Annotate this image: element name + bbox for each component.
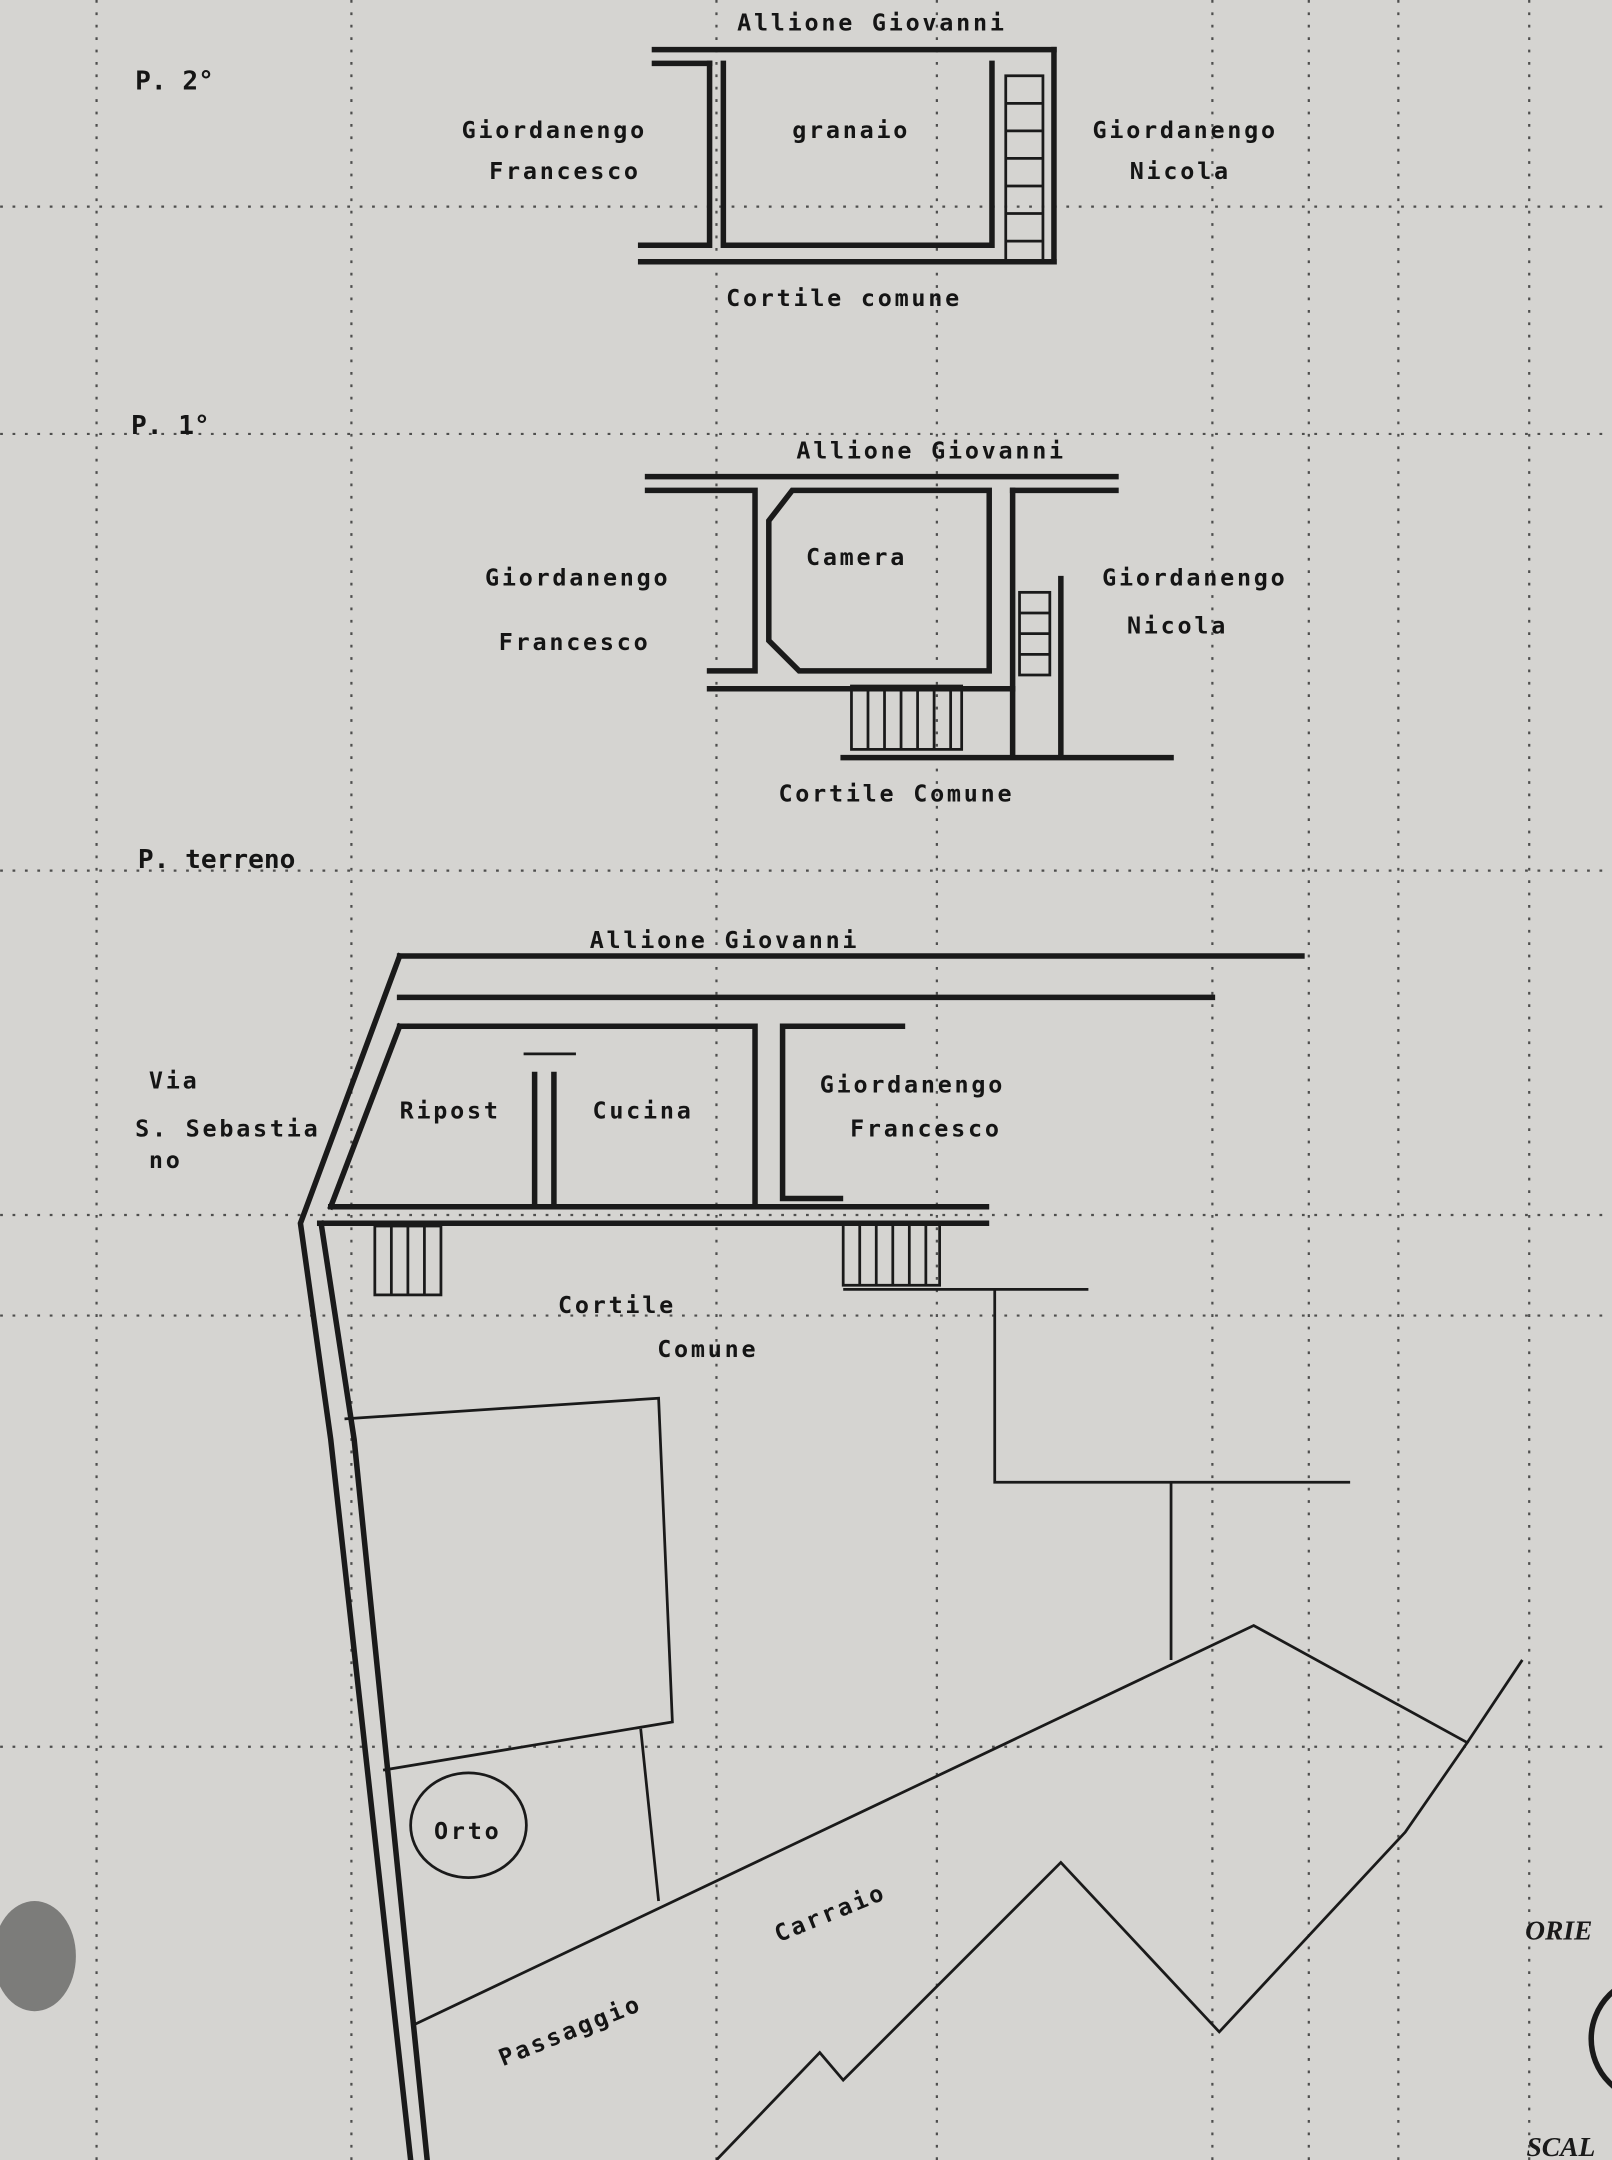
neighbor-north: Allione Giovanni: [590, 926, 860, 954]
scale-label: SCAL: [1526, 2131, 1595, 2160]
room-label: granaio: [792, 116, 910, 144]
street-label: S. Sebastia: [135, 1114, 320, 1142]
compass-icon: [1588, 1988, 1612, 2089]
neighbor-north: Allione Giovanni: [737, 8, 1007, 36]
street-label: no: [149, 1146, 183, 1174]
level-label: P. 1°: [131, 411, 210, 441]
neighbor-north: Allione Giovanni: [796, 437, 1066, 465]
orientation-stamp: ORIE SCAL: [1525, 1915, 1612, 2160]
neighbor-east: Giordanengo: [1102, 563, 1287, 591]
courtyard-label: Cortile: [558, 1291, 676, 1319]
level-label: P. 2°: [135, 67, 214, 97]
neighbor-west: Giordanengo: [485, 563, 670, 591]
neighbor-west: Francesco: [489, 157, 641, 185]
ink-smudge: [0, 1901, 76, 2012]
courtyard-label: Comune: [657, 1335, 758, 1363]
neighbor-east: Nicola: [1127, 612, 1228, 640]
garden-label: Orto: [434, 1817, 501, 1845]
room-label: Cucina: [592, 1097, 693, 1125]
neighbor-west: Francesco: [499, 628, 651, 656]
street-label: Via: [149, 1066, 200, 1094]
floor-1-plan: P. 1° Allione Giovanni Giordanengo Franc…: [131, 411, 1287, 808]
neighbor-west: Giordanengo: [462, 116, 647, 144]
floor-2-plan: P. 2° Allione Giovanni Giordanengo Franc…: [135, 8, 1278, 312]
orientation-label: ORIE: [1525, 1915, 1592, 1946]
neighbor-east: Giordanengo: [820, 1070, 1005, 1098]
neighbor-east: Giordanengo: [1093, 116, 1278, 144]
level-label: P. terreno: [138, 845, 295, 875]
room-label: Camera: [806, 543, 907, 571]
neighbor-east: Nicola: [1130, 157, 1231, 185]
courtyard-label: Cortile comune: [726, 284, 962, 312]
room-label: Ripost: [400, 1097, 501, 1125]
neighbor-east: Francesco: [850, 1114, 1002, 1142]
courtyard-label: Cortile Comune: [778, 780, 1014, 808]
